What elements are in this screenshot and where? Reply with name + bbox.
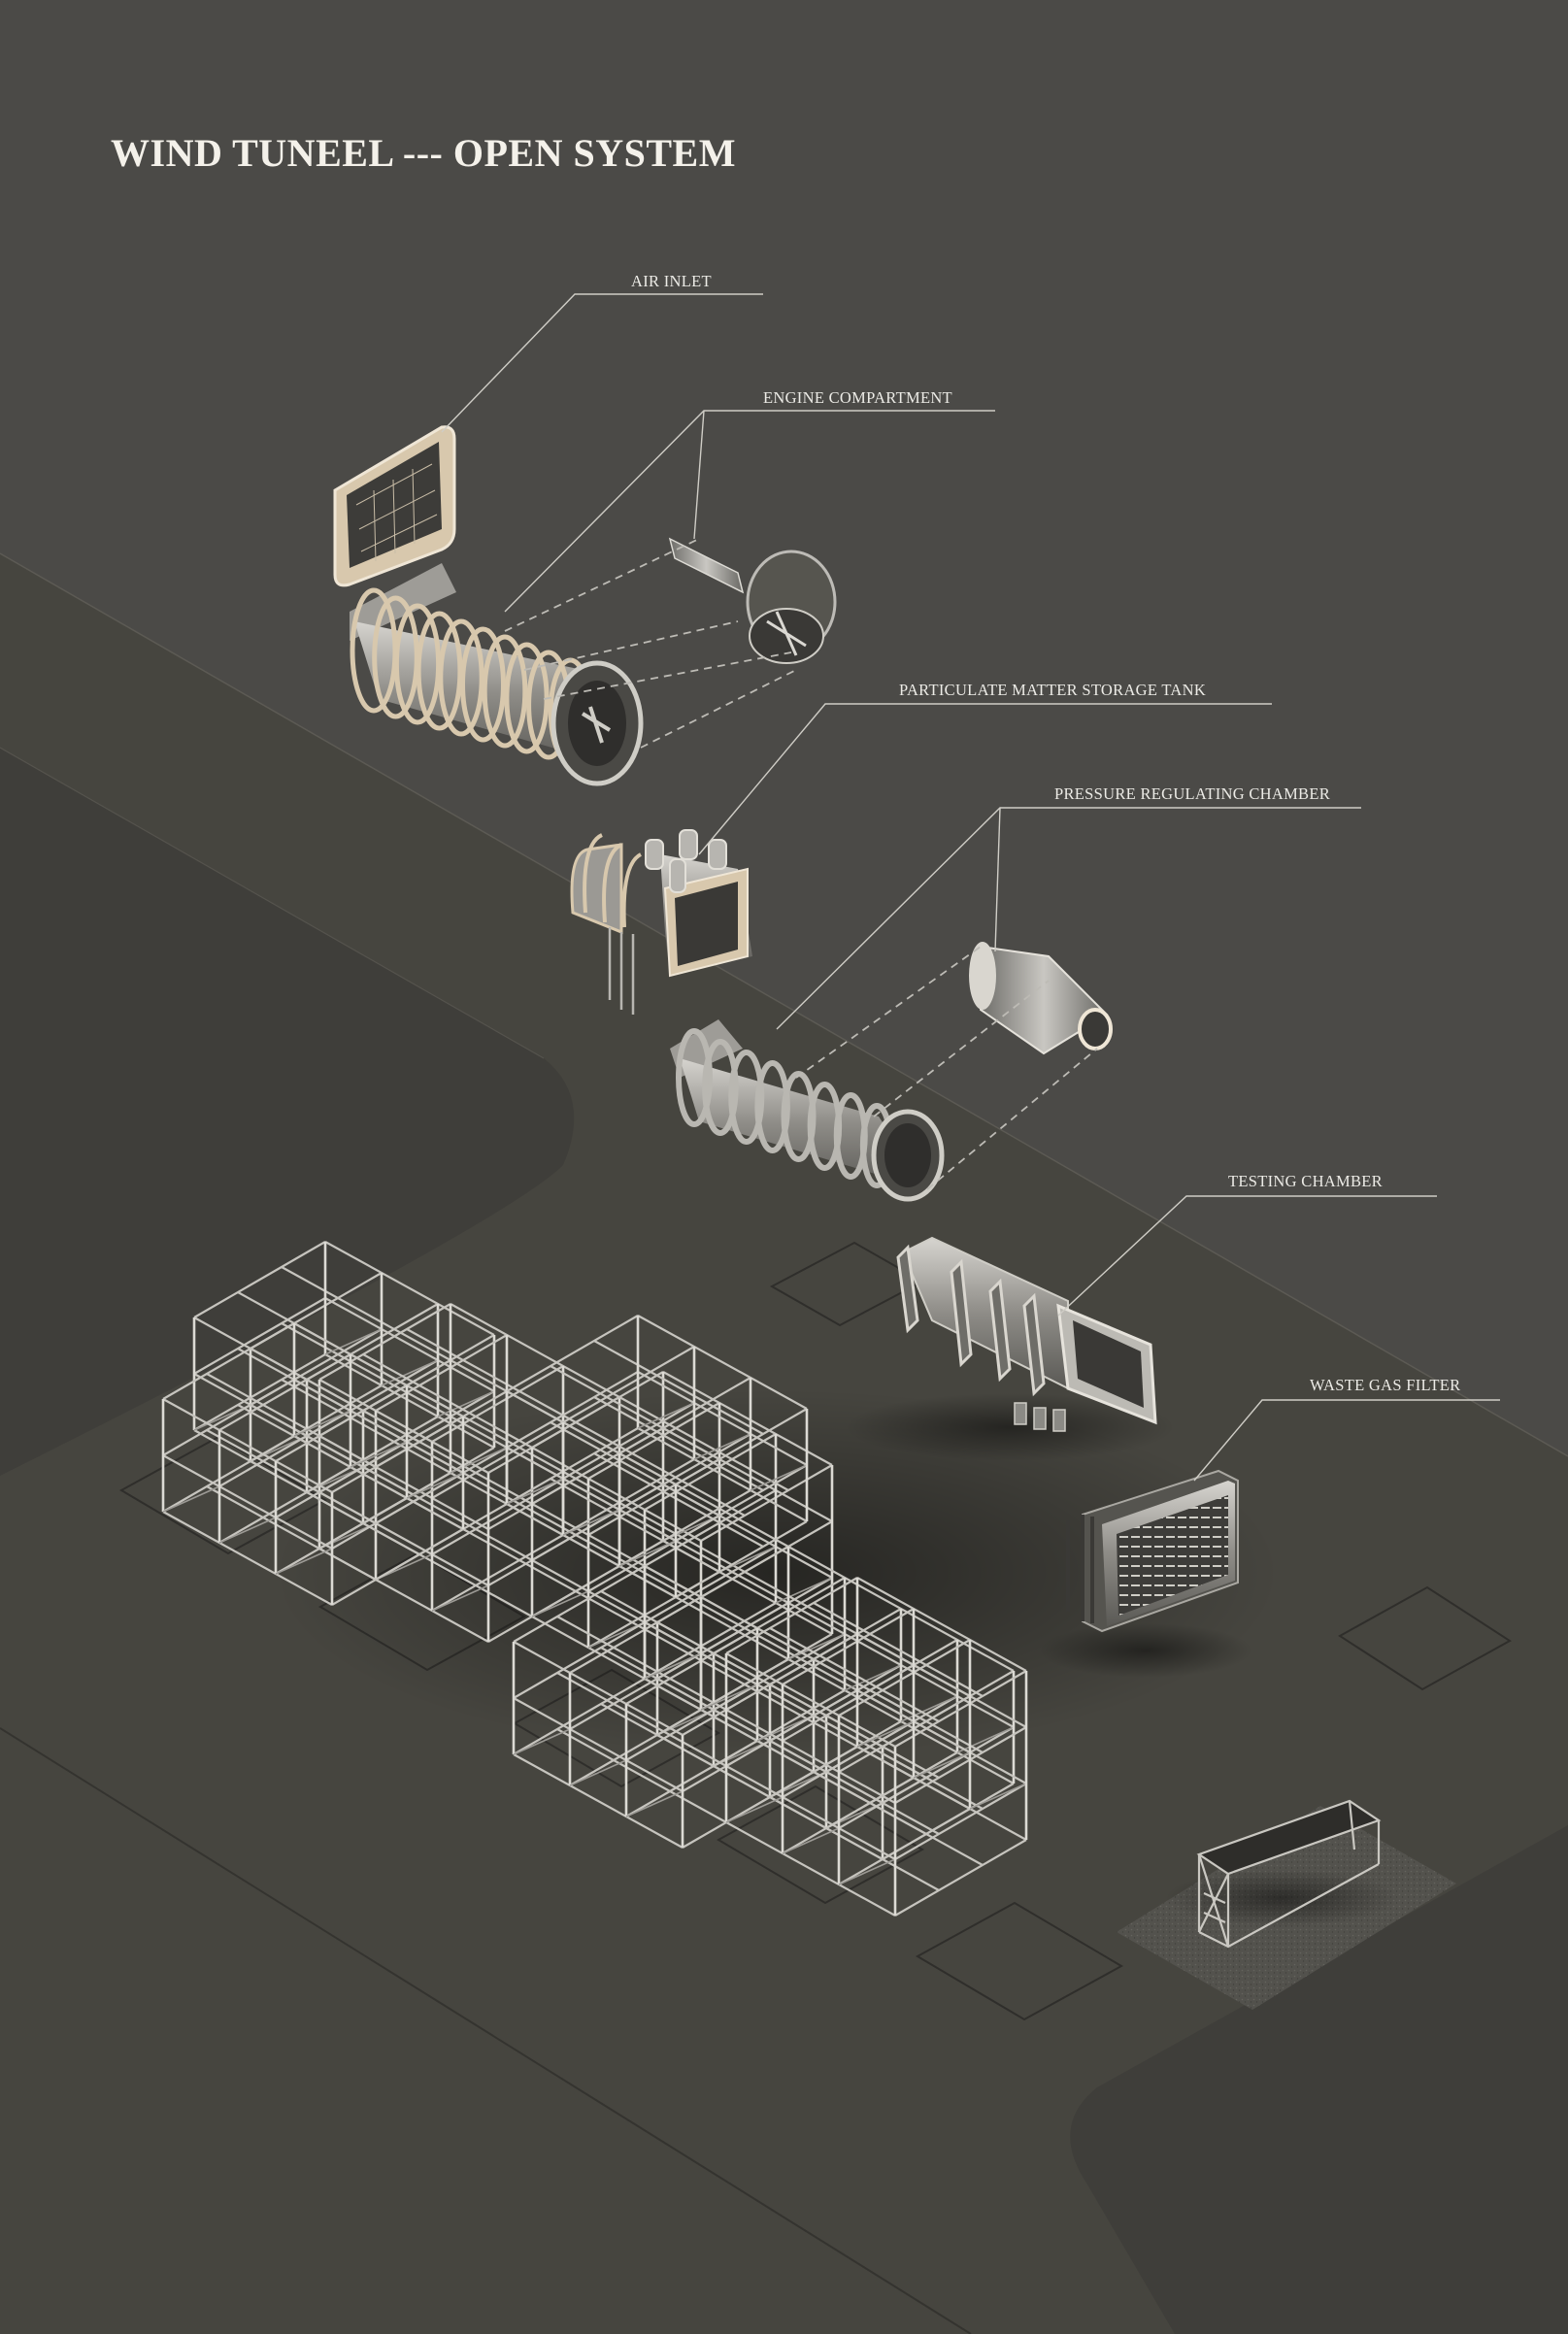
engine-fan-detail <box>668 537 837 664</box>
pressure-chamber-tube <box>670 1019 945 1202</box>
label-air-inlet: AIR INLET <box>631 272 712 290</box>
explode-lines <box>504 538 1098 1190</box>
label-pressure-chamber: PRESSURE REGULATING CHAMBER <box>1054 784 1330 803</box>
road-left <box>0 748 575 1476</box>
leader-particulate-tank <box>698 703 1272 855</box>
label-particulate-tank: PARTICULATE MATTER STORAGE TANK <box>899 681 1206 699</box>
ground-edge-line <box>0 552 1568 1457</box>
pressure-chamber-cylinder <box>969 942 1113 1055</box>
engine-compartment-tube <box>350 563 644 786</box>
waste-gas-filter-unit <box>1039 1469 1252 1678</box>
air-inlet-panel <box>333 425 456 587</box>
scaffold-frame <box>161 1241 1282 1917</box>
particulate-tank-unit <box>570 829 752 1015</box>
label-waste-gas-filter: WASTE GAS FILTER <box>1310 1376 1460 1394</box>
leader-testing-chamber <box>1057 1195 1437 1317</box>
leader-air-inlet <box>441 293 763 433</box>
page-title: WIND TUNEEL --- OPEN SYSTEM <box>111 131 736 175</box>
road-right <box>1070 1825 1568 2334</box>
leader-waste-gas-filter <box>1193 1399 1500 1482</box>
testing-chamber-unit <box>845 1236 1175 1461</box>
label-testing-chamber: TESTING CHAMBER <box>1228 1172 1383 1190</box>
leader-lines <box>441 293 1500 1482</box>
truss-frame <box>1165 1799 1398 1949</box>
label-engine-compartment: ENGINE COMPARTMENT <box>763 388 952 407</box>
